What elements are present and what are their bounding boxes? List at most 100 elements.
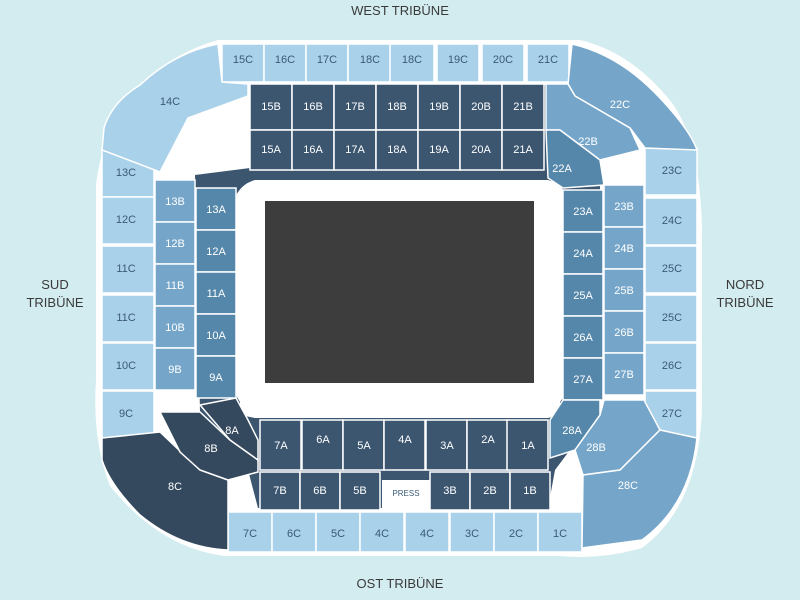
section-16c[interactable]: 16C [263,43,307,83]
section-label: 3B [443,485,456,497]
section-18c[interactable]: 18C [389,43,435,83]
section-17c[interactable]: 17C [305,43,349,83]
section-label: 26C [662,360,682,372]
section-19c[interactable]: 19C [436,43,480,83]
section-8a[interactable]: 8A [198,397,259,462]
section-20c[interactable]: 20C [481,43,525,83]
section-3a[interactable]: 3A [425,419,468,471]
section-24b[interactable]: 24B [603,226,645,270]
section-11c[interactable]: 11C [101,294,155,343]
section-label: 28C [618,480,638,492]
section-2c[interactable]: 2C [493,511,539,553]
section-26c[interactable]: 26C [644,342,698,391]
section-12a[interactable]: 12A [195,229,237,273]
section-2a[interactable]: 2A [466,419,509,471]
section-label: 2B [483,485,496,497]
section-label: 9A [209,372,223,384]
section-label: 7B [273,485,286,497]
section-label: 1A [521,440,535,452]
section-7b[interactable]: 7B [259,471,301,511]
section-11b[interactable]: 11B [154,263,196,307]
section-1c[interactable]: 1C [537,511,583,553]
section-20b[interactable]: 20B [459,83,503,131]
section-16a[interactable]: 16A [291,129,335,171]
section-6a[interactable]: 6A [301,419,344,471]
section-label: 7C [243,528,257,540]
section-9c[interactable]: 9C [101,390,155,439]
section-label: 27A [573,374,593,386]
section-6c[interactable]: 6C [271,511,317,553]
section-9b[interactable]: 9B [154,347,196,391]
section-21b[interactable]: 21B [501,83,545,131]
section-3b[interactable]: 3B [429,471,471,511]
section-label: 22A [552,163,572,175]
section-18a[interactable]: 18A [375,129,419,171]
section-12b[interactable]: 12B [154,221,196,265]
section-10b[interactable]: 10B [154,305,196,349]
section-15c[interactable]: 15C [221,43,265,83]
section-15a[interactable]: 15A [249,129,293,171]
section-4c[interactable]: 4C [359,511,405,553]
section-label: 19B [429,101,449,113]
section-7a[interactable]: 7A [259,419,302,471]
section-28c[interactable]: 28C [581,429,698,549]
section-2b[interactable]: 2B [469,471,511,511]
section-11a[interactable]: 11A [195,271,237,315]
section-10c[interactable]: 10C [101,342,155,391]
section-label: 28A [562,425,582,437]
section-23c[interactable]: 23C [644,147,698,196]
section-1b[interactable]: 1B [509,471,551,511]
section-19a[interactable]: 19A [417,129,461,171]
section-13b[interactable]: 13B [154,179,196,223]
section-label: 8B [204,443,217,455]
section-3c[interactable]: 3C [449,511,495,553]
section-26b[interactable]: 26B [603,310,645,354]
section-5c[interactable]: 5C [315,511,361,553]
section-20a[interactable]: 20A [459,129,503,171]
section-label: 15C [233,54,253,66]
section-8c[interactable]: 8C [101,431,229,551]
section-4a[interactable]: 4A [383,419,426,471]
section-14c[interactable]: 14C [101,43,249,173]
section-18b[interactable]: 18B [375,83,419,131]
section-23b[interactable]: 23B [603,184,645,228]
section-10a[interactable]: 10A [195,313,237,357]
section-8b[interactable]: 8B [158,411,259,481]
section-13a[interactable]: 13A [195,187,237,231]
section-21c[interactable]: 21C [526,43,570,83]
section-19b[interactable]: 19B [417,83,461,131]
section-label: 26A [573,332,593,344]
section-25a[interactable]: 25A [562,273,604,317]
section-1a[interactable]: 1A [506,419,549,471]
section-12c[interactable]: 12C [101,196,155,245]
section-17a[interactable]: 17A [333,129,377,171]
section-9a[interactable]: 9A [195,355,237,399]
section-24a[interactable]: 24A [562,231,604,275]
section-24c[interactable]: 24C [644,197,698,246]
section-17b[interactable]: 17B [333,83,377,131]
section-5b[interactable]: 5B [339,471,381,511]
section-23a[interactable]: 23A [562,189,604,233]
section-7c[interactable]: 7C [227,511,273,553]
section-27b[interactable]: 27B [603,352,645,396]
section-25c[interactable]: 25C [644,294,698,343]
section-22c[interactable]: 22C [567,43,699,151]
section-label: 5A [357,440,371,452]
section-label: 24A [573,248,593,260]
section-11c[interactable]: 11C [101,245,155,294]
section-22a[interactable]: 22A [545,129,605,189]
section-5a[interactable]: 5A [342,419,385,471]
section-25c[interactable]: 25C [644,245,698,294]
section-label: 3C [465,528,479,540]
section-25b[interactable]: 25B [603,268,645,312]
section-26a[interactable]: 26A [562,315,604,359]
section-15b[interactable]: 15B [249,83,293,131]
section-6b[interactable]: 6B [299,471,341,511]
section-18c[interactable]: 18C [347,43,393,83]
section-16b[interactable]: 16B [291,83,335,131]
section-4c[interactable]: 4C [404,511,450,553]
section-27a[interactable]: 27A [562,357,604,401]
section-21a[interactable]: 21A [501,129,545,171]
